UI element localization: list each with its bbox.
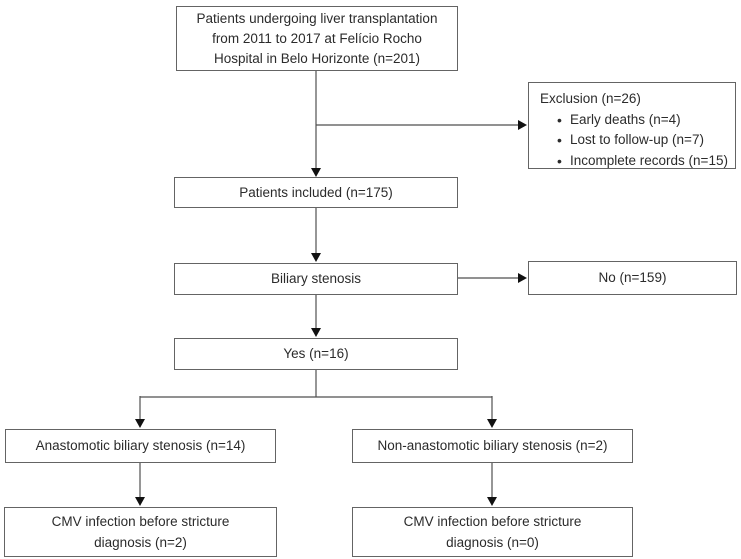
arrowhead-anastomotic [135, 419, 145, 428]
box-line: Non-anastomotic biliary stenosis (n=2) [377, 438, 608, 453]
box-line: No (n=159) [598, 270, 667, 285]
arrowhead-source-included [311, 168, 321, 177]
box-no-stenosis: No (n=159) [528, 261, 737, 295]
exclusion-title: Exclusion (n=26) [540, 91, 641, 106]
box-line: Patients undergoing liver transplantatio… [196, 10, 438, 26]
box-line: Anastomotic biliary stenosis (n=14) [35, 438, 246, 453]
exclusion-list: Early deaths (n=4) Lost to follow-up (n=… [540, 110, 728, 172]
exclusion-item: Early deaths (n=4) [557, 110, 728, 131]
box-exclusion: Exclusion (n=26) Early deaths (n=4) Lost… [528, 82, 736, 172]
box-line: Patients included (n=175) [239, 184, 393, 200]
exclusion-item: Incomplete records (n=15) [557, 151, 728, 172]
exclusion-item: Lost to follow-up (n=7) [557, 130, 728, 151]
box-line: CMV infection before stricture [403, 514, 582, 529]
arrowhead-exclusion [518, 120, 527, 130]
arrowhead-non-anastomotic [487, 419, 497, 428]
box-line: diagnosis (n=2) [94, 535, 187, 550]
box-cmv-non-anastomotic: CMV infection before stricture diagnosis… [352, 507, 633, 557]
box-source-population: Patients undergoing liver transplantatio… [176, 6, 458, 71]
box-line: Biliary stenosis [270, 271, 362, 286]
arrowhead-cmv-right [487, 497, 497, 506]
box-anastomotic-stenosis: Anastomotic biliary stenosis (n=14) [5, 429, 276, 463]
box-cmv-anastomotic: CMV infection before stricture diagnosis… [4, 507, 277, 557]
box-line: CMV infection before stricture [51, 514, 230, 529]
box-patients-included: Patients included (n=175) [174, 177, 458, 208]
box-non-anastomotic-stenosis: Non-anastomotic biliary stenosis (n=2) [352, 429, 633, 463]
box-yes-stenosis: Yes (n=16) [174, 338, 458, 370]
box-line: diagnosis (n=0) [446, 535, 539, 550]
box-biliary-stenosis: Biliary stenosis [174, 263, 458, 295]
box-line: Hospital in Belo Horizonte (n=201) [214, 50, 420, 66]
box-line: Yes (n=16) [283, 346, 349, 361]
arrowhead-yes [311, 328, 321, 337]
arrowhead-cmv-left [135, 497, 145, 506]
arrowhead-biliary [311, 253, 321, 262]
box-line: from 2011 to 2017 at Felício Rocho [212, 30, 422, 46]
arrowhead-no [518, 273, 527, 283]
